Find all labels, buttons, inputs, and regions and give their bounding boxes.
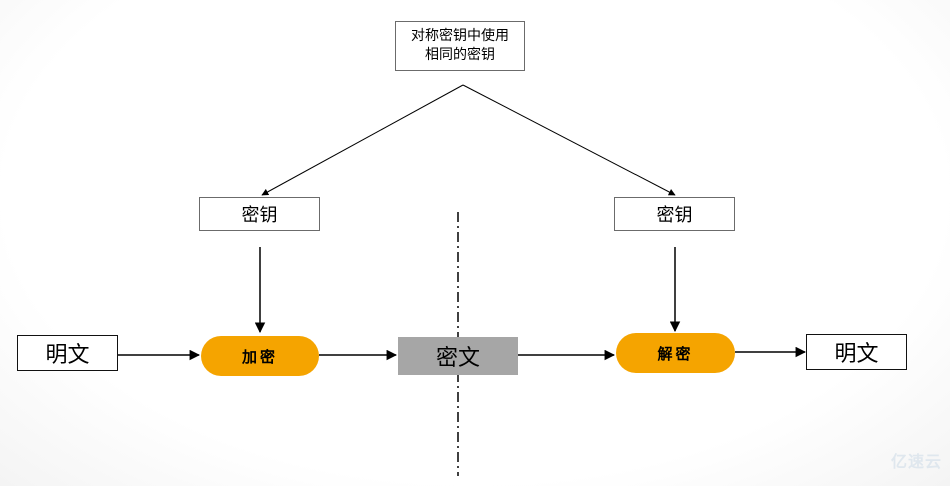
right-plaintext-label: 明文 bbox=[834, 342, 879, 367]
encrypt-process: 加密 bbox=[201, 336, 319, 376]
note-to-left-key-arrow bbox=[261, 84, 464, 196]
note-to-right-key-arrow bbox=[462, 84, 676, 196]
symmetric-key-note: 对称密钥中使用 相同的密钥 bbox=[395, 21, 525, 71]
ciphertext-label: 密文 bbox=[435, 346, 480, 371]
left-key-box: 密钥 bbox=[199, 197, 320, 231]
left-plaintext-box: 明文 bbox=[17, 335, 118, 371]
right-plaintext-box: 明文 bbox=[806, 334, 907, 370]
encrypt-label: 加密 bbox=[241, 347, 278, 366]
left-key-label: 密钥 bbox=[241, 205, 278, 226]
ciphertext-box: 密文 bbox=[398, 337, 518, 375]
note-line-2: 相同的密钥 bbox=[425, 47, 495, 63]
right-key-label: 密钥 bbox=[656, 205, 693, 226]
left-plaintext-label: 明文 bbox=[45, 343, 90, 368]
decrypt-label: 解密 bbox=[657, 344, 694, 363]
decrypt-process: 解密 bbox=[616, 333, 735, 373]
watermark-logo: 亿速云 bbox=[890, 452, 942, 471]
right-key-box: 密钥 bbox=[614, 197, 735, 231]
note-line-1: 对称密钥中使用 bbox=[411, 28, 509, 44]
